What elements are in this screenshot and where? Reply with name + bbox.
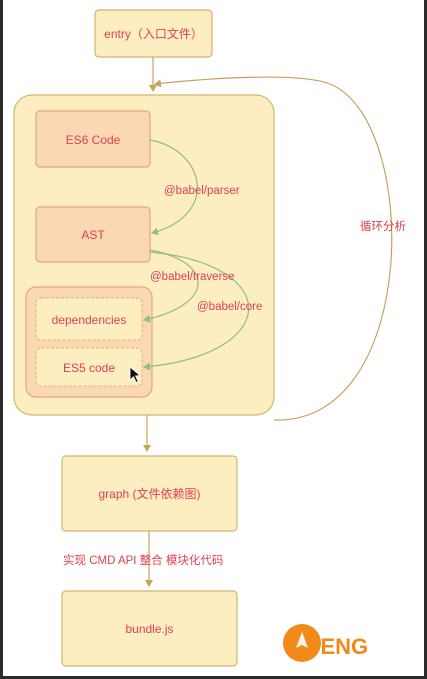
traverse-arrow <box>143 249 199 323</box>
babel-traverse-label: @babel/traverse <box>150 271 235 283</box>
logo-text: FENG <box>307 634 368 659</box>
core-arrow <box>143 251 250 371</box>
ast-node <box>35 206 151 263</box>
loop-analysis-label: 循环分析 <box>360 219 406 233</box>
loop-analysis-arrow <box>154 76 393 421</box>
bundle-node-label: bundle.js <box>125 622 173 636</box>
parser-arrow <box>149 139 198 236</box>
es5-code-node <box>35 347 143 387</box>
es6-code-node <box>35 110 151 168</box>
graph-node-label: graph (文件依赖图) <box>98 486 200 501</box>
implement-cmd-label: 实现 CMD API 整合 模块化代码 <box>63 553 223 567</box>
entry-node-label: entry（入口文件） <box>104 26 203 41</box>
bottom-frame-border <box>0 676 427 679</box>
es6-code-label: ES6 Code <box>66 133 121 147</box>
babel-parser-label: @babel/parser <box>164 185 240 197</box>
babel-core-label: @babel/core <box>197 301 262 313</box>
dependencies-node <box>35 297 143 341</box>
left-frame-border <box>0 0 3 679</box>
ast-label: AST <box>81 228 105 242</box>
bundle-node <box>61 590 238 667</box>
es5-code-label: ES5 code <box>63 361 115 375</box>
mouse-cursor-icon <box>129 366 141 384</box>
right-frame-border <box>424 0 427 679</box>
dependencies-label: dependencies <box>52 313 127 327</box>
feng-logo: FENG <box>283 624 368 662</box>
